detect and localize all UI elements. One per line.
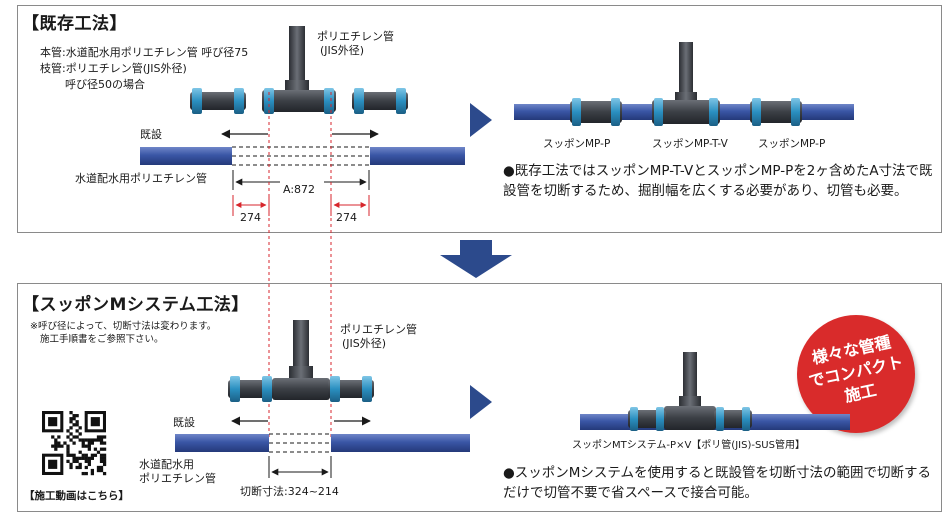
bottom-tee-fitting (272, 366, 330, 400)
bottom-main-pipe-label-2: ポリエチレン管 (139, 472, 216, 485)
qr-caption: 【施工動画はこちら】 (24, 490, 129, 502)
compact-badge: 様々な管種 でコンパクト 施工 (797, 315, 915, 433)
bottom-branch-pipe-label: ポリエチレン管 (340, 323, 417, 336)
qr-code-graphic (42, 411, 107, 476)
result-label-mp-p-right: スッポンMP-P (758, 138, 826, 150)
dimension-left: 274 (240, 211, 261, 224)
top-dim-274 (232, 195, 370, 216)
note-line-1: ※呼び径によって、切断寸法は変わります。 (30, 321, 217, 332)
spec-line-2: 枝管:ポリエチレン管(JIS外径) (40, 62, 187, 75)
top-dim-a-line (232, 170, 370, 190)
top-cut-gap (232, 146, 370, 166)
top-assembled-result (514, 42, 854, 126)
bottom-cut-gap (269, 433, 331, 453)
bottom-left-coupling (228, 376, 274, 402)
top-right-coupling (352, 88, 408, 114)
bottom-right-coupling (328, 376, 374, 402)
existing-method-title: 【既存工法】 (22, 14, 127, 34)
suppon-m-title: 【スッポンMシステム工法】 (22, 295, 249, 315)
cut-dimension: 切断寸法:324~214 (240, 485, 339, 498)
top-result-arrow (470, 103, 492, 137)
bottom-branch-pipe-label-sub: (JIS外径) (342, 337, 387, 350)
branch-pipe-label: ポリエチレン管 (317, 30, 394, 43)
existing-method-description: ●既存工法ではスッポンMP-T-VとスッポンMP-Pを2ヶ含めたA寸法で既設管を… (503, 163, 933, 199)
spec-line-1: 本管:水道配水用ポリエチレン管 呼び径75 (40, 46, 249, 59)
result-label-mp-t-v: スッポンMP-T-V (652, 138, 728, 150)
existing-label: 既設 (140, 128, 162, 141)
top-pipe-left (140, 147, 232, 165)
spec-line-3: 呼び径50の場合 (65, 78, 145, 91)
top-left-coupling (190, 88, 246, 114)
top-tee-fitting (262, 80, 336, 114)
result-label-mt-system: スッポンMTシステム-P×V【ポリ管(JIS)-SUS管用】 (572, 440, 805, 451)
bottom-result-arrow (470, 385, 492, 419)
bottom-pipe-left (175, 434, 269, 452)
dimension-right: 274 (336, 211, 357, 224)
dimension-a: A:872 (283, 183, 316, 196)
bottom-pipe-right (331, 434, 470, 452)
result-label-mp-p-left: スッポンMP-P (543, 138, 611, 150)
note-line-2: 施工手順書をご参照下さい。 (40, 334, 164, 345)
top-branch-pipe (289, 26, 305, 84)
qr-code[interactable] (42, 411, 107, 476)
bottom-assembled-result (580, 352, 850, 431)
bottom-branch-pipe (293, 320, 309, 372)
transition-down-arrow (440, 240, 512, 278)
top-pipe-right (370, 147, 465, 165)
main-pipe-label: 水道配水用ポリエチレン管 (75, 172, 207, 185)
branch-pipe-label-sub: (JIS外径) (320, 44, 365, 57)
bottom-main-pipe-label-1: 水道配水用 (139, 458, 194, 471)
suppon-m-description: ●スッポンMシステムを使用すると既設管を切断寸法の範囲で切断するだけで切管不要で… (503, 465, 932, 501)
bottom-cut-dimension-line (268, 456, 332, 478)
bottom-existing-label: 既設 (173, 416, 195, 429)
